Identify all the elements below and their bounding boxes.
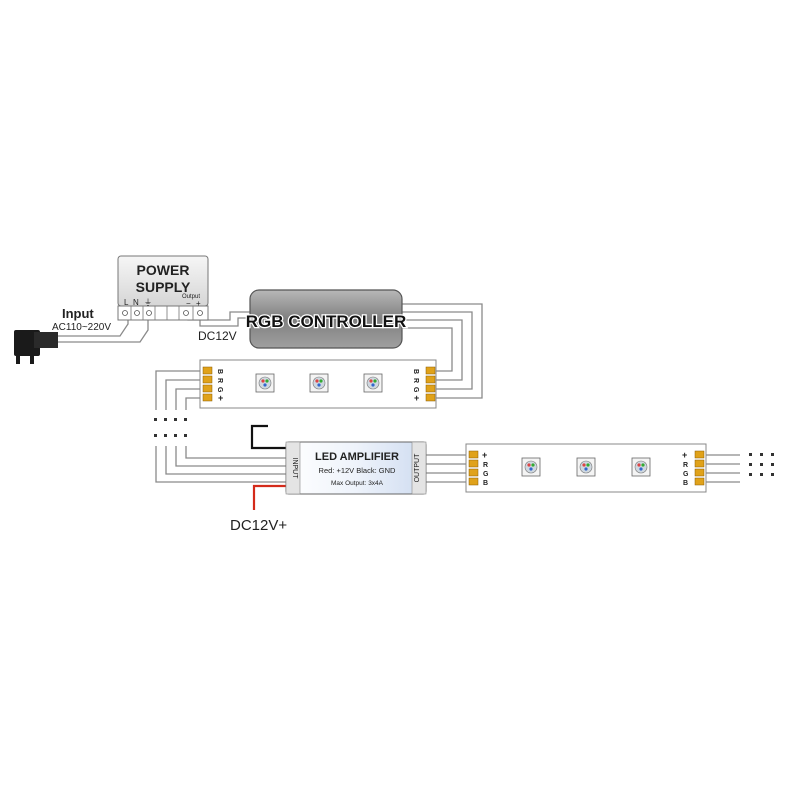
solder-pad (425, 375, 436, 384)
terminal-l-label: L (124, 298, 129, 307)
amplifier-input-label: INPUT (291, 458, 298, 480)
strip-wire-1b (155, 446, 286, 483)
solder-pad (468, 459, 479, 468)
strip-bottom-right-pin: R (683, 462, 688, 469)
ac-input-cable-2 (58, 312, 149, 343)
strip-bottom-left-pin: + (482, 450, 487, 460)
led-chip-icon (631, 457, 651, 477)
strip-wire-4b (185, 446, 286, 459)
strip-wire-2b (165, 446, 286, 475)
solder-pad (202, 393, 213, 402)
controller-wire-plus (402, 327, 453, 372)
solder-pad (468, 477, 479, 486)
strip-top-left-pin: B (216, 369, 223, 374)
wires (58, 303, 740, 483)
dc-output-wire-2 (199, 312, 250, 327)
strip-wire-4 (185, 397, 202, 410)
solder-pad (202, 375, 213, 384)
controller-wire-g (402, 319, 463, 381)
strip-top-left-pin: G (216, 387, 223, 393)
strip-bottom-left-pin: R (483, 462, 488, 469)
amplifier-title: LED AMPLIFIER (315, 451, 399, 463)
strip-wire-3 (175, 388, 202, 410)
output-label: Output (182, 294, 200, 300)
terminal-ground-label: ⏚ (144, 298, 152, 307)
amplifier-wiring-note: Red: +12V Black: GND (319, 466, 396, 475)
amplifier-supply-label: DC12V+ (230, 517, 287, 534)
solder-pad (694, 450, 705, 459)
strip-top-right-pin: B (412, 369, 419, 374)
strip-bottom-left-pin: B (483, 480, 488, 487)
input-label: Input (62, 306, 94, 321)
terminal-screw (146, 310, 152, 316)
output-plus-label: + (196, 299, 201, 308)
strip-top-left-pin: R (216, 378, 223, 383)
led-chip-icon (309, 373, 329, 393)
controller-supply-label: DC12V (198, 329, 237, 343)
continuation-dots-left (154, 418, 187, 437)
input-voltage: AC110~220V (52, 322, 111, 333)
solder-pad (425, 384, 436, 393)
led-amplifier: INPUT OUTPUT LED AMPLIFIER Red: +12V Bla… (285, 441, 427, 495)
solder-pad (468, 468, 479, 477)
continuation-dots-right (749, 453, 774, 476)
solder-pad (425, 366, 436, 375)
amplifier-output-label: OUTPUT (414, 453, 421, 483)
controller-wire-r (402, 311, 473, 390)
solder-pad (694, 468, 705, 477)
strip-bottom-right-pin: + (682, 450, 687, 460)
controller-wire-b (402, 303, 483, 399)
rgb-controller-label: RGB CONTROLLER (246, 312, 407, 331)
solder-pad (694, 459, 705, 468)
strip-wire-1 (155, 370, 202, 410)
solder-pad (694, 477, 705, 486)
strip-top-right-pin: + (414, 393, 419, 403)
terminal-screw (122, 310, 128, 316)
strip-bottom-right-pin: B (683, 480, 688, 487)
strip-top-right-pin: R (412, 378, 419, 383)
power-supply: POWER SUPPLY L N ⏚ Output − + (117, 255, 209, 321)
terminal-screw (134, 310, 140, 316)
led-chip-icon (576, 457, 596, 477)
strip-bottom-left-pin: G (483, 471, 489, 478)
positive-wire (252, 484, 286, 510)
power-supply-title-1: POWER (137, 262, 190, 278)
strip-wire-2 (165, 379, 202, 410)
solder-pad (202, 366, 213, 375)
led-strip-top: B R G + B R G + (199, 359, 437, 409)
rgb-controller: RGB CONTROLLER (244, 289, 408, 349)
amplifier-max-output: Max Output: 3x4A (331, 480, 384, 487)
solder-pad (468, 450, 479, 459)
led-strip-bottom: + R G B + R G B (465, 443, 707, 493)
strip-bottom-right-pin: G (683, 471, 689, 478)
ground-wire (250, 424, 286, 450)
terminal-n-label: N (133, 298, 139, 307)
solder-pad (202, 384, 213, 393)
terminal-screw (197, 310, 203, 316)
ac-plug-icon (14, 330, 58, 364)
solder-pad (425, 393, 436, 402)
output-minus-label: − (186, 299, 191, 308)
led-chip-icon (255, 373, 275, 393)
terminal-screw (183, 310, 189, 316)
strip-top-right-pin: G (412, 387, 419, 393)
strip-top-left-pin: + (218, 393, 223, 403)
power-supply-title-2: SUPPLY (136, 279, 191, 295)
strip-wire-3b (175, 446, 286, 467)
led-chip-icon (521, 457, 541, 477)
led-chip-icon (363, 373, 383, 393)
